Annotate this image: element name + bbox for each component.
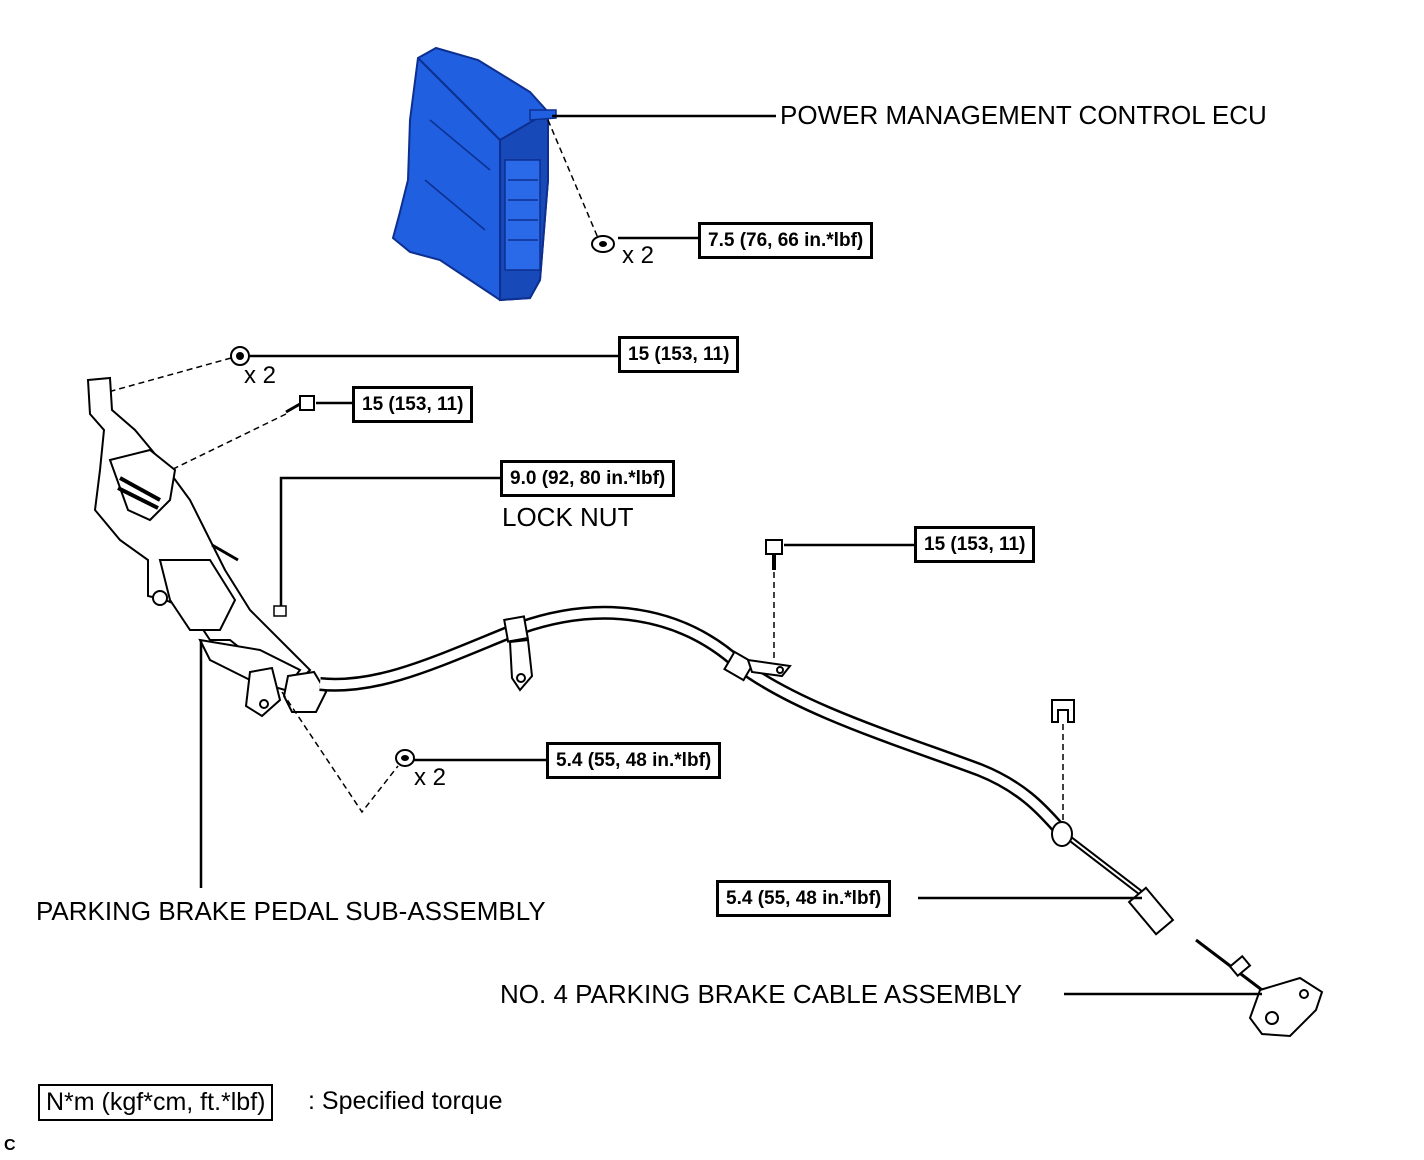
pedal-nut-bottom-torque: 5.4 (55, 48 in.*lbf) [546,742,722,779]
pedal-nut-bottom-qty: x 2 [414,764,447,791]
parking-brake-pedal [86,376,328,718]
pedal-nut-top-torque: 15 (153, 11) [618,336,740,373]
pedal-nut-top-qty: x 2 [244,362,277,389]
power-management-ecu [391,46,557,302]
cable-label: NO. 4 PARKING BRAKE CABLE ASSEMBLY [500,979,1023,1009]
cable-clamps [503,615,1324,1038]
cable-end-torque: 5.4 (55, 48 in.*lbf) [716,880,892,917]
corner-mark: C [4,1137,16,1154]
pedal-label: PARKING BRAKE PEDAL SUB-ASSEMBLY [36,896,546,926]
pedal-nut-bottom-icon [395,749,415,767]
ecu-nut-qty: x 2 [622,242,655,269]
pedal-bolt-torque: 15 (153, 11) [352,386,474,423]
ecu-nut-torque: 7.5 (76, 66 in.*lbf) [698,222,874,259]
lock-nut-label: LOCK NUT [502,502,634,532]
pedal-nut-top-icon [230,346,250,366]
cable-bolt-icon [765,539,783,570]
ecu-nut-icon [591,235,615,253]
cable-bolt-torque: 15 (153, 11) [914,526,1036,563]
pedal-bolt-icon [285,395,315,414]
ecu-label: POWER MANAGEMENT CONTROL ECU [780,100,1267,130]
legend-text: : Specified torque [308,1087,503,1115]
lock-nut-torque: 9.0 (92, 80 in.*lbf) [500,460,676,497]
legend-torque-box: N*m (kgf*cm, ft.*lbf) [38,1084,274,1121]
